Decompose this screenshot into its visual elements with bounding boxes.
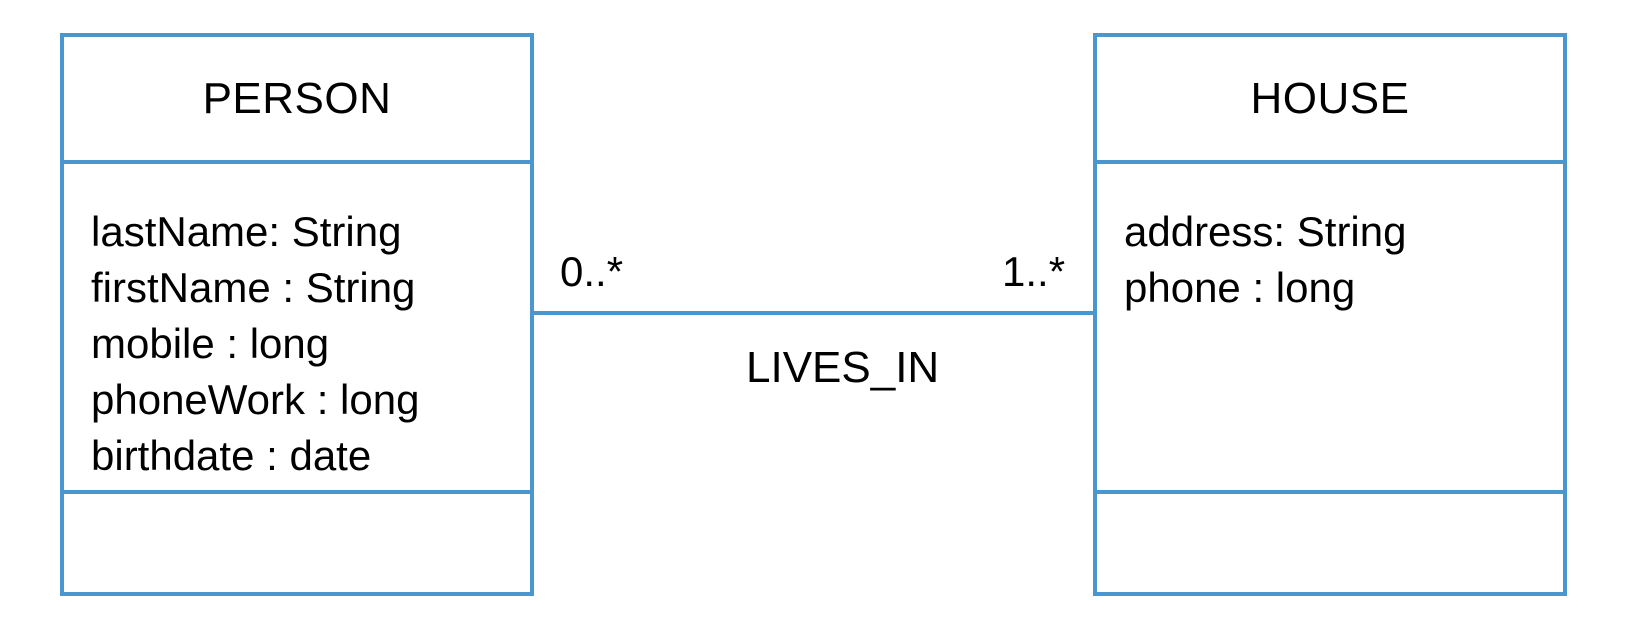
method-compartment: [64, 494, 530, 592]
target-multiplicity: 1..*: [1002, 248, 1066, 295]
attribute-birthdate: birthdate : date: [91, 432, 372, 479]
source-multiplicity: 0..*: [560, 248, 624, 295]
attribute-compartment: address: String phone : long: [1097, 164, 1563, 494]
class-name: PERSON: [202, 73, 392, 123]
attribute-compartment: lastName: String firstName : String mobi…: [64, 164, 530, 494]
attribute-address: address: String: [1124, 208, 1407, 255]
attribute-last-name: lastName: String: [91, 208, 402, 255]
class-person[interactable]: PERSON lastName: String firstName : Stri…: [60, 33, 534, 596]
class-house[interactable]: HOUSE address: String phone : long: [1093, 33, 1567, 596]
attribute-mobile: mobile : long: [91, 320, 330, 367]
class-name: HOUSE: [1250, 73, 1410, 123]
class-name-compartment: PERSON: [64, 37, 530, 164]
association-name: LIVES_IN: [746, 343, 940, 392]
attribute-first-name: firstName : String: [91, 264, 416, 311]
class-name-compartment: HOUSE: [1097, 37, 1563, 164]
attribute-phone: phone : long: [1124, 264, 1356, 311]
association-line[interactable]: [534, 311, 1093, 315]
method-compartment: [1097, 494, 1563, 592]
attribute-phone-work: phoneWork : long: [91, 376, 420, 423]
